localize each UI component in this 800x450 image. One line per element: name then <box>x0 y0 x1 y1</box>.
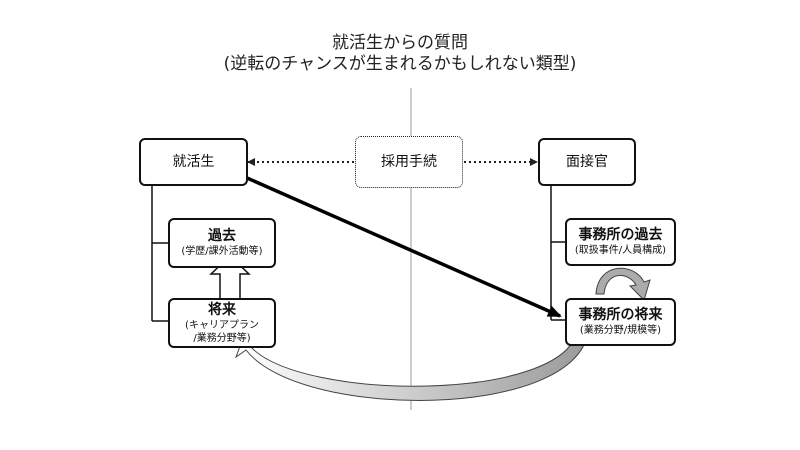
right-tree-lines <box>550 186 565 321</box>
past-box: 過去 (学歴/課外活動等) <box>168 218 276 268</box>
curved-return-arrow <box>234 328 589 401</box>
future-label: 将来 <box>208 301 236 318</box>
future-sublabel-1: (キャリアプラン <box>185 319 259 331</box>
student-box: 就活生 <box>139 138 248 186</box>
firm-future-sublabel: (業務分野/規模等) <box>579 325 662 336</box>
diagram-subtitle: (逆転のチャンスが生まれるかもしれない類型) <box>223 54 577 74</box>
firm-future-box: 事務所の将来 (業務分野/規模等) <box>565 298 676 346</box>
past-label: 過去 <box>208 228 236 244</box>
past-sublabel: (学歴/課外活動等) <box>181 246 263 257</box>
process-label: 採用手続 <box>381 153 437 170</box>
firm-past-label: 事務所の過去 <box>578 227 663 243</box>
bold-diagonal-arrow <box>237 172 562 318</box>
future-box: 将来 (キャリアプラン /業務分野等) <box>168 298 276 348</box>
firm-past-sublabel: (取扱事件/人員構成) <box>574 245 667 256</box>
small-curved-arrow <box>595 267 651 301</box>
diagram-title: 就活生からの質問 <box>332 33 468 53</box>
process-box: 採用手続 <box>355 136 463 188</box>
left-tree-lines <box>151 186 168 322</box>
future-sublabel-2: /業務分野等) <box>193 332 251 344</box>
student-label: 就活生 <box>172 153 215 170</box>
interviewer-box: 面接官 <box>538 138 636 186</box>
firm-past-box: 事務所の過去 (取扱事件/人員構成) <box>565 218 676 266</box>
firm-future-label: 事務所の将来 <box>578 307 663 323</box>
interviewer-label: 面接官 <box>566 153 608 170</box>
